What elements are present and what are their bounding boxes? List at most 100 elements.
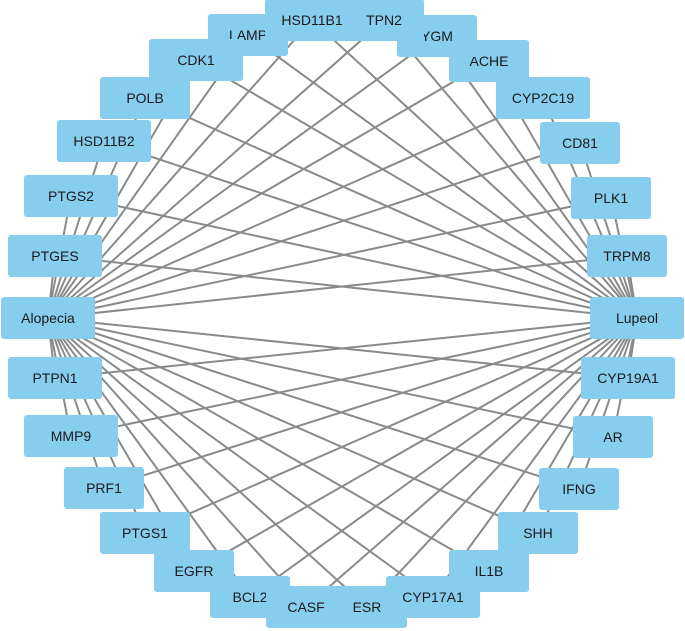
node-label-casf: CASF: [287, 599, 324, 615]
node-cdk1[interactable]: CDK1: [149, 39, 243, 81]
edge-lupeol-egfr: [193, 317, 638, 572]
node-box-hsd11b2: [57, 120, 151, 162]
node-label-ifng: IFNG: [562, 481, 595, 497]
node-box-ifng: [539, 468, 619, 510]
node-label-ygm: YGM: [421, 28, 453, 44]
node-box-polb: [100, 77, 190, 119]
node-casf[interactable]: CASF: [266, 586, 346, 628]
edge-alopecia-shh: [47, 317, 539, 534]
node-label-ptgs1: PTGS1: [122, 525, 168, 541]
node-box-lupeol: [590, 297, 684, 339]
node-label-ache: ACHE: [470, 53, 509, 69]
node-lupeol[interactable]: Lupeol: [590, 297, 684, 339]
node-label-lupeol: Lupeol: [616, 310, 658, 326]
node-cyp2c19[interactable]: CYP2C19: [496, 77, 590, 119]
node-label-hsd11b2: HSD11B2: [73, 133, 134, 149]
node-ar[interactable]: AR: [573, 416, 653, 458]
node-alopecia[interactable]: Alopecia: [1, 297, 95, 339]
edge-lupeol-prf1: [103, 317, 638, 489]
node-label-tpn2: TPN2: [366, 12, 402, 28]
node-plk1[interactable]: PLK1: [571, 177, 651, 219]
node-cyp19a1[interactable]: CYP19A1: [581, 357, 675, 399]
edge-alopecia-ifng: [47, 317, 580, 490]
node-polb[interactable]: POLB: [100, 77, 190, 119]
node-prf1[interactable]: PRF1: [64, 467, 144, 509]
node-box-prf1: [64, 467, 144, 509]
edge-alopecia-cyp17a1: [47, 317, 434, 598]
node-label-hsd11b1: HSD11B1: [281, 12, 342, 28]
edge-alopecia-plk1: [47, 197, 612, 319]
node-label-cdk1: CDK1: [177, 52, 215, 68]
edge-lupeol-ptges: [54, 255, 638, 319]
node-box-ptgs2: [24, 175, 118, 217]
node-box-cyp2c19: [496, 77, 590, 119]
node-label-trpm8: TRPM8: [603, 248, 651, 264]
node-ptpn1[interactable]: PTPN1: [8, 357, 102, 399]
node-ifng[interactable]: IFNG: [539, 468, 619, 510]
node-cd81[interactable]: CD81: [540, 122, 620, 164]
edge-lupeol-ptgs2: [70, 195, 638, 319]
node-label-ptgs2: PTGS2: [48, 188, 94, 204]
node-box-hsd11b1: [265, 0, 359, 41]
node-label-cd81: CD81: [562, 135, 598, 151]
edge-alopecia-tpn2: [47, 19, 385, 319]
node-label-egfr: EGFR: [175, 563, 214, 579]
node-label-mmp9: MMP9: [51, 428, 92, 444]
node-box-plk1: [571, 177, 651, 219]
node-label-ptges: PTGES: [31, 248, 78, 264]
node-il1b[interactable]: IL1B: [449, 550, 529, 592]
node-box-ptpn1: [8, 357, 102, 399]
edge-alopecia-ar: [47, 317, 614, 438]
edge-lupeol-mmp9: [70, 317, 638, 437]
edge-alopecia-ache: [47, 60, 490, 319]
node-hsd11b2[interactable]: HSD11B2: [57, 120, 151, 162]
edge-lupeol-hsd11b2: [103, 140, 638, 319]
edge-alopecia-cyp2c19: [47, 97, 544, 319]
node-label-cyp17a1: CYP17A1: [402, 589, 464, 605]
node-box-mmp9: [24, 415, 118, 457]
node-box-il1b: [449, 550, 529, 592]
node-ptgs1[interactable]: PTGS1: [100, 512, 190, 554]
node-label-bcl2: BCL2: [232, 589, 267, 605]
node-ptges[interactable]: PTGES: [8, 235, 102, 277]
node-shh[interactable]: SHH: [498, 512, 578, 554]
edge-lupeol-cdk1: [195, 59, 638, 319]
node-tpn2[interactable]: TPN2: [344, 0, 424, 41]
node-hsd11b1[interactable]: HSD11B1: [265, 0, 359, 41]
node-box-cdk1: [149, 39, 243, 81]
node-label-cyp2c19: CYP2C19: [512, 90, 574, 106]
node-label-il1b: IL1B: [475, 563, 504, 579]
node-mmp9[interactable]: MMP9: [24, 415, 118, 457]
node-label-ptpn1: PTPN1: [32, 370, 77, 386]
node-label-alopecia: Alopecia: [21, 310, 75, 326]
edge-alopecia-ygm: [47, 35, 438, 319]
node-label-shh: SHH: [523, 525, 553, 541]
node-box-casf: [266, 586, 346, 628]
edge-alopecia-cd81: [47, 142, 581, 319]
node-label-esr: ESR: [353, 599, 382, 615]
node-box-alopecia: [1, 297, 95, 339]
node-box-ar: [573, 416, 653, 458]
node-box-cd81: [540, 122, 620, 164]
edge-lupeol-ptpn1: [54, 317, 638, 379]
node-box-shh: [498, 512, 578, 554]
edge-alopecia-prf1: [47, 317, 105, 489]
node-box-cyp19a1: [581, 357, 675, 399]
node-box-ptges: [8, 235, 102, 277]
node-label-cyp19a1: CYP19A1: [597, 370, 659, 386]
node-ptgs2[interactable]: PTGS2: [24, 175, 118, 217]
node-box-tpn2: [344, 0, 424, 41]
node-label-polb: POLB: [126, 90, 163, 106]
node-box-ptgs1: [100, 512, 190, 554]
edge-lupeol-bcl2: [249, 317, 638, 598]
node-label-ar: AR: [603, 429, 622, 445]
node-label-prf1: PRF1: [86, 480, 122, 496]
edge-lupeol-lamp: [247, 34, 638, 319]
edge-lupeol-cd81: [579, 142, 638, 319]
edge-lupeol-ifng: [578, 317, 638, 490]
edge-lupeol-polb: [144, 97, 638, 319]
node-box-trpm8: [587, 235, 667, 277]
edge-lupeol-ptgs1: [144, 317, 638, 534]
node-trpm8[interactable]: TRPM8: [587, 235, 667, 277]
